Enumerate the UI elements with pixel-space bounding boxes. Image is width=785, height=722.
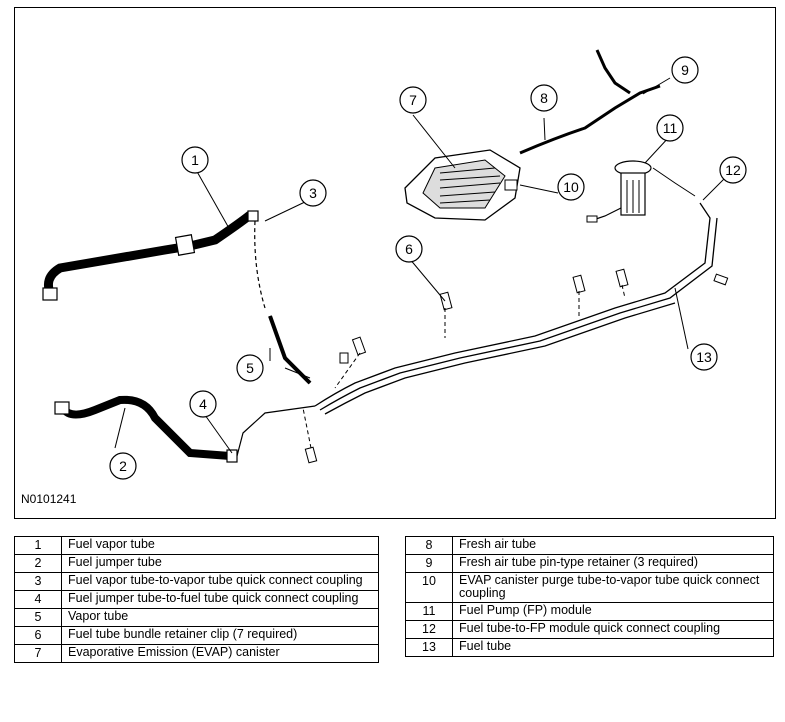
legend-description: Vapor tube bbox=[61, 608, 379, 627]
svg-text:13: 13 bbox=[696, 349, 712, 365]
diagram-frame: 1 2 3 4 5 6 7 8 9 10 11 12 13 N0101241 bbox=[14, 7, 776, 519]
callout-7: 7 bbox=[399, 86, 427, 114]
svg-text:6: 6 bbox=[405, 241, 413, 257]
legend-number: 2 bbox=[14, 554, 62, 573]
svg-text:5: 5 bbox=[246, 360, 254, 376]
retainer-clips-drawing bbox=[302, 268, 729, 464]
svg-text:2: 2 bbox=[119, 458, 127, 474]
callout-10: 10 bbox=[557, 173, 585, 201]
legend-number: 10 bbox=[405, 572, 453, 603]
evap-canister-drawing bbox=[404, 149, 521, 221]
callout-11: 11 bbox=[656, 114, 684, 142]
leader-lines bbox=[114, 77, 726, 454]
callout-8: 8 bbox=[530, 84, 558, 112]
callout-13: 13 bbox=[690, 343, 718, 371]
fuel-vapor-tube-drawing bbox=[42, 210, 259, 301]
legend-number: 12 bbox=[405, 620, 453, 639]
legend-description: Fuel jumper tube-to-fuel tube quick conn… bbox=[61, 590, 379, 609]
legend-number: 11 bbox=[405, 602, 453, 621]
legend-number: 1 bbox=[14, 536, 62, 555]
fuel-jumper-tube-drawing bbox=[54, 395, 238, 463]
legend-description: Fuel vapor tube bbox=[61, 536, 379, 555]
callout-2: 2 bbox=[109, 452, 137, 480]
svg-text:7: 7 bbox=[409, 92, 417, 108]
callout-3: 3 bbox=[299, 179, 327, 207]
legend-description: Evaporative Emission (EVAP) canister bbox=[61, 644, 379, 663]
legend-description: Fuel tube-to-FP module quick connect cou… bbox=[452, 620, 774, 639]
legend-description: Fuel tube bundle retainer clip (7 requir… bbox=[61, 626, 379, 645]
svg-text:3: 3 bbox=[309, 185, 317, 201]
legend-number: 3 bbox=[14, 572, 62, 591]
legend-number: 6 bbox=[14, 626, 62, 645]
callout-4: 4 bbox=[189, 390, 217, 418]
legend-description: Fuel tube bbox=[452, 638, 774, 657]
legend-description: EVAP canister purge tube-to-vapor tube q… bbox=[452, 572, 774, 603]
legend-number: 4 bbox=[14, 590, 62, 609]
fuel-pump-module-drawing bbox=[586, 160, 652, 223]
svg-text:12: 12 bbox=[725, 162, 741, 178]
legend-number: 13 bbox=[405, 638, 453, 657]
legend-description: Fuel jumper tube bbox=[61, 554, 379, 573]
svg-text:1: 1 bbox=[191, 152, 199, 168]
figure-id: N0101241 bbox=[21, 492, 77, 506]
legend-description: Fresh air tube pin-type retainer (3 requ… bbox=[452, 554, 774, 573]
callout-5: 5 bbox=[236, 354, 264, 382]
legend-description: Fuel Pump (FP) module bbox=[452, 602, 774, 621]
legend-number: 7 bbox=[14, 644, 62, 663]
legend-number: 5 bbox=[14, 608, 62, 627]
legend-description: Fresh air tube bbox=[452, 536, 774, 555]
callout-12: 12 bbox=[719, 156, 747, 184]
fuel-system-illustration: 1 2 3 4 5 6 7 8 9 10 11 12 13 bbox=[42, 49, 747, 480]
fuel-tube-drawing bbox=[314, 202, 718, 415]
svg-text:8: 8 bbox=[540, 90, 548, 106]
legend-number: 9 bbox=[405, 554, 453, 573]
legend-description: Fuel vapor tube-to-vapor tube quick conn… bbox=[61, 572, 379, 591]
svg-text:10: 10 bbox=[563, 179, 579, 195]
callout-6: 6 bbox=[395, 235, 423, 263]
callout-1: 1 bbox=[181, 146, 209, 174]
svg-text:11: 11 bbox=[663, 120, 678, 136]
svg-text:4: 4 bbox=[199, 396, 207, 412]
callout-9: 9 bbox=[671, 56, 699, 84]
svg-text:9: 9 bbox=[681, 62, 689, 78]
legend-number: 8 bbox=[405, 536, 453, 555]
